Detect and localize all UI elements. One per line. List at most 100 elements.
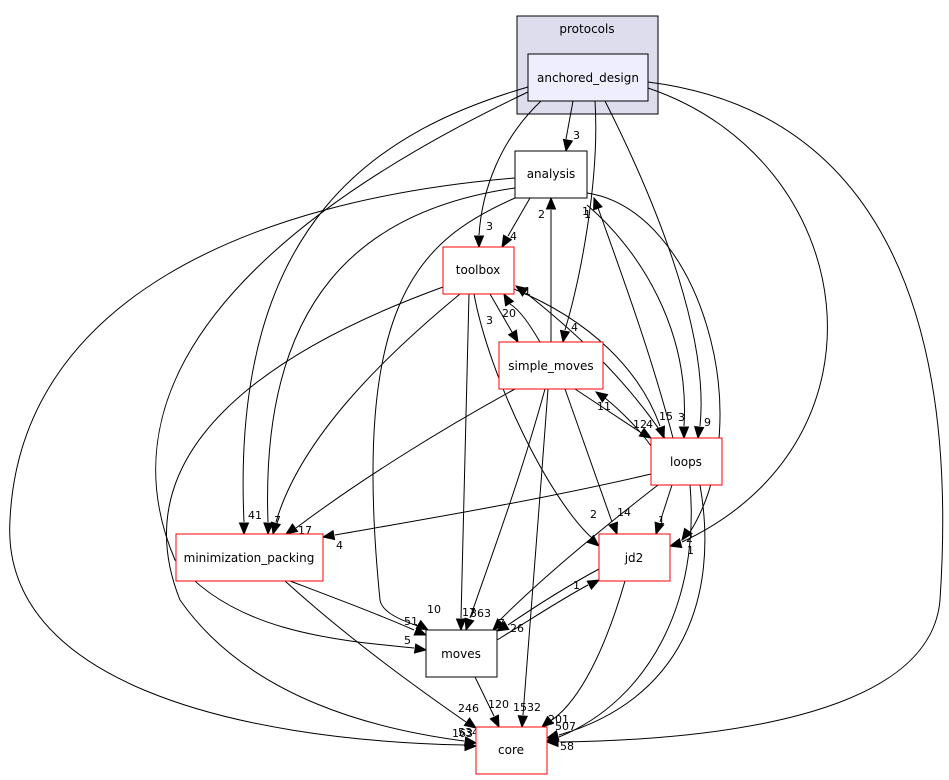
node-toolbox[interactable]: toolbox xyxy=(442,246,515,295)
edge-line xyxy=(289,580,415,631)
edge-label: 1532 xyxy=(513,701,541,714)
edge-moves-to-core[interactable]: 120 xyxy=(474,676,509,729)
edge-label: 4 xyxy=(571,321,578,334)
edge-analysis-to-toolbox[interactable]: 4 xyxy=(501,197,531,249)
node-anchored-design[interactable]: anchored_design xyxy=(527,53,649,102)
edge-line xyxy=(9,177,516,746)
edge-label: 1 xyxy=(687,544,694,557)
arrowhead-icon xyxy=(238,522,250,536)
edge-label: 5 xyxy=(404,634,411,647)
edge-toolbox-to-simple-moves[interactable]: 3 xyxy=(486,293,519,344)
edge-simple-moves-to-analysis[interactable]: 2 xyxy=(538,196,557,342)
edge-minimization-packing-to-moves[interactable]: 51 xyxy=(289,580,428,636)
node-moves[interactable]: moves xyxy=(425,629,498,678)
arrowhead-icon xyxy=(464,617,475,632)
edge-label: 2 xyxy=(538,208,545,221)
edge-label: 363 xyxy=(470,607,491,620)
edge-loops-to-moves[interactable]: 7 xyxy=(492,484,659,631)
edge-anchored-design-to-analysis[interactable]: 3 xyxy=(562,100,580,153)
node-label: loops xyxy=(670,455,702,469)
edge-loops-to-simple-moves[interactable]: 11 xyxy=(594,391,652,447)
edge-toolbox-to-core[interactable]: 534 xyxy=(166,286,479,747)
edge-label: 3 xyxy=(678,411,685,424)
edge-toolbox-to-loops[interactable]: 15 xyxy=(513,288,673,440)
edge-anchored-design-to-loops[interactable]: 9 xyxy=(604,100,711,440)
edge-anchored-design-to-core[interactable]: 58 xyxy=(545,81,944,753)
edge-moves-to-jd2[interactable]: 1 xyxy=(496,579,601,641)
edge-minimization-packing-to-core[interactable]: 246 xyxy=(284,580,479,729)
edge-toolbox-to-moves[interactable]: 17 xyxy=(455,293,477,632)
edge-jd2-to-core[interactable]: 201 xyxy=(540,580,626,728)
node-label: simple_moves xyxy=(508,359,593,373)
edge-analysis-to-core[interactable]: 507 xyxy=(545,484,706,741)
edge-label: 4 xyxy=(336,539,343,552)
edge-loops-to-analysis[interactable]: 1 xyxy=(582,196,674,439)
edge-toolbox-to-minimization-packing[interactable]: 17 xyxy=(270,293,461,537)
edge-label: 1 xyxy=(584,208,591,221)
edge-analysis-to-loops[interactable]: 3 xyxy=(586,204,690,440)
edge-simple-moves-to-loops[interactable]: 12 xyxy=(574,388,653,439)
arrowhead-icon xyxy=(263,522,274,536)
edge-loops-to-minimization-packing[interactable]: 4 xyxy=(321,418,653,541)
edge-line xyxy=(496,584,589,641)
edge-simple-moves-to-minimization-packing[interactable]: 4 xyxy=(284,388,516,552)
edge-label: 26 xyxy=(510,622,524,635)
edge-line xyxy=(522,388,549,716)
edge-label: 2 xyxy=(590,508,597,521)
edge-label: 120 xyxy=(488,698,509,711)
arrowhead-icon xyxy=(503,292,515,307)
arrowhead-icon xyxy=(321,529,336,541)
edge-line xyxy=(507,197,531,237)
edge-line xyxy=(469,388,546,619)
edge-label: 58 xyxy=(560,740,574,753)
edge-label: 1 xyxy=(658,514,665,527)
node-simple-moves[interactable]: simple_moves xyxy=(498,341,604,390)
edge-line xyxy=(596,204,674,439)
edge-label: 246 xyxy=(458,702,479,715)
edge-line xyxy=(586,204,685,427)
arrowhead-icon xyxy=(473,235,485,249)
edge-jd2-to-moves[interactable]: 26 xyxy=(495,568,600,635)
edge-line xyxy=(478,100,542,236)
arrowhead-icon xyxy=(638,427,653,439)
edge-anchored-design-to-simple-moves[interactable]: 4 xyxy=(559,100,597,344)
edge-line xyxy=(242,86,529,523)
edge-line xyxy=(558,484,706,736)
edge-anchored-design-to-minimization-packing[interactable]: 41 xyxy=(238,86,529,536)
edge-analysis-to-core[interactable]: 163 xyxy=(9,177,516,752)
node-minimization-packing[interactable]: minimization_packing xyxy=(175,533,324,582)
edge-label: 507 xyxy=(555,720,576,733)
edge-anchored-design-to-toolbox[interactable]: 3 xyxy=(473,100,542,249)
edge-label: 10 xyxy=(427,603,441,616)
edge-line xyxy=(474,676,495,717)
arrowhead-icon xyxy=(608,521,618,536)
edge-simple-moves-to-core[interactable]: 1532 xyxy=(513,388,549,729)
node-loops[interactable]: loops xyxy=(650,437,723,486)
edge-line xyxy=(574,388,641,433)
node-core[interactable]: core xyxy=(475,726,548,775)
edge-line xyxy=(559,81,944,743)
edge-simple-moves-to-toolbox[interactable]: 20 xyxy=(502,292,541,343)
edge-line xyxy=(551,580,626,721)
arrowhead-icon xyxy=(463,736,478,747)
edge-anchored-design-to-jd2[interactable]: 2 xyxy=(647,87,828,549)
edge-loops-to-jd2[interactable]: 1 xyxy=(654,484,673,536)
edge-line xyxy=(564,100,597,331)
node-analysis[interactable]: analysis xyxy=(514,150,588,199)
edge-simple-moves-to-moves[interactable]: 363 xyxy=(464,388,546,632)
edge-line xyxy=(507,568,600,626)
node-label: toolbox xyxy=(456,263,500,277)
node-jd2[interactable]: jd2 xyxy=(598,533,671,582)
edge-loops-to-core[interactable]: 1 xyxy=(545,484,694,742)
arrowhead-icon xyxy=(540,715,555,728)
edge-line xyxy=(604,100,702,427)
edge-label: 163 xyxy=(452,727,473,740)
edge-anchored-design-to-moves[interactable]: 5 xyxy=(155,91,529,654)
edge-label: 51 xyxy=(404,615,418,628)
arrowhead-icon xyxy=(455,618,467,632)
arrowhead-icon xyxy=(270,521,282,536)
edge-analysis-to-minimization-packing[interactable]: 7 xyxy=(263,187,516,536)
arrowhead-icon xyxy=(501,234,513,249)
arrowhead-icon xyxy=(492,618,505,631)
